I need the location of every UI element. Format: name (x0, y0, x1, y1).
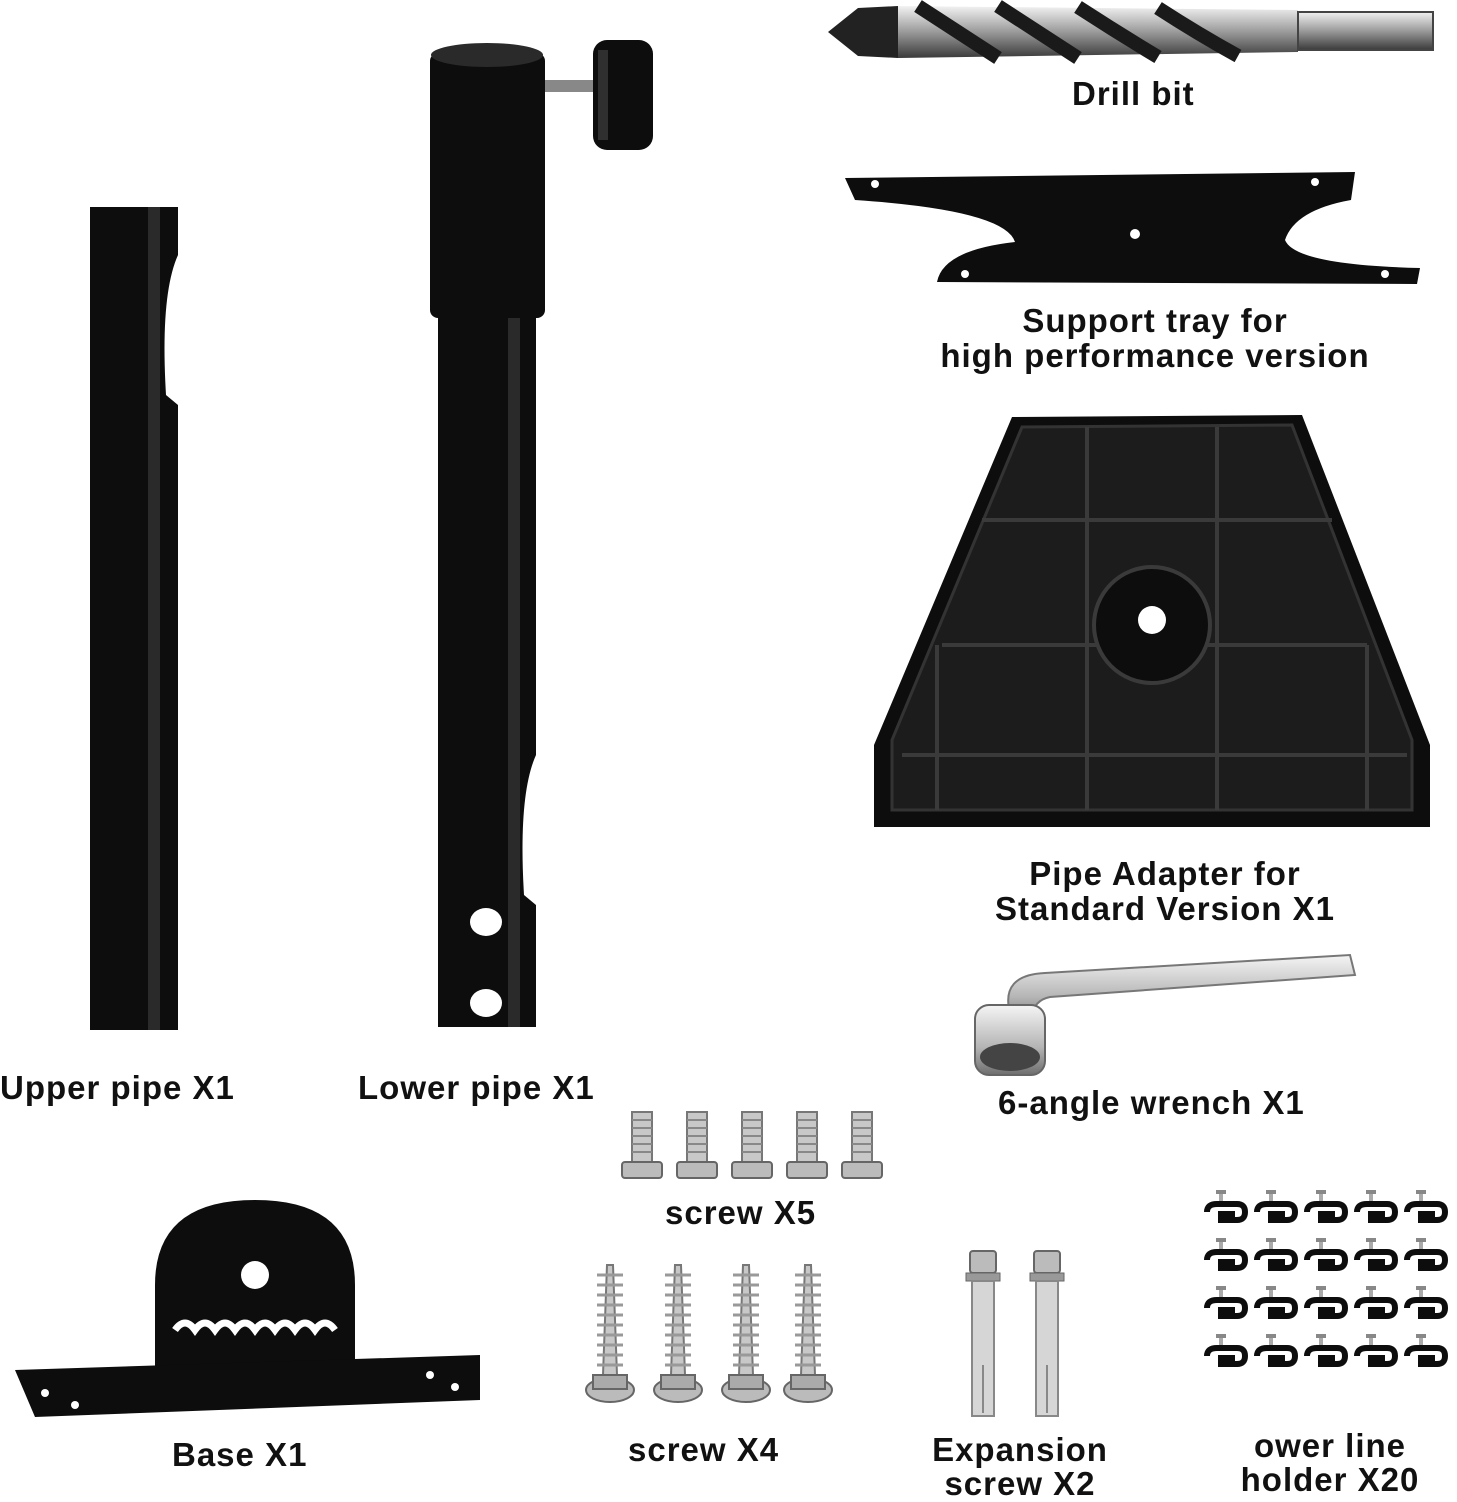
support-tray (845, 170, 1420, 290)
expansion-label-2: screw X2 (944, 1465, 1096, 1502)
upper-pipe-label: Upper pipe X1 (0, 1069, 235, 1106)
hex-wrench (970, 945, 1360, 1080)
drill-bit-label: Drill bit (1072, 75, 1195, 112)
support-tray-label-1: Support tray for (1022, 302, 1288, 339)
expansion-screws (960, 1245, 1070, 1425)
expansion-label-1: Expansion (932, 1431, 1108, 1468)
screws-x4 (585, 1255, 845, 1420)
screw-x5-label: screw X5 (665, 1194, 817, 1231)
holder-label-2: holder X20 (1240, 1461, 1420, 1498)
lower-pipe (428, 35, 668, 1035)
base-bracket (15, 1195, 485, 1425)
holder-label-1: ower line (1253, 1427, 1407, 1464)
pipe-adapter (872, 415, 1432, 830)
support-tray-label-2: high performance version (940, 337, 1370, 374)
lower-pipe-label: Lower pipe X1 (358, 1069, 595, 1106)
wrench-label: 6-angle wrench X1 (998, 1084, 1305, 1121)
pipe-adapter-label-2: Standard Version X1 (995, 890, 1335, 927)
line-holders (1205, 1190, 1455, 1390)
screw-x4-label: screw X4 (628, 1431, 780, 1468)
pipe-adapter-label-1: Pipe Adapter for (1029, 855, 1301, 892)
upper-pipe (88, 205, 183, 1035)
base-label: Base X1 (172, 1436, 308, 1473)
screws-x5 (612, 1110, 892, 1182)
drill-bit (828, 0, 1438, 64)
